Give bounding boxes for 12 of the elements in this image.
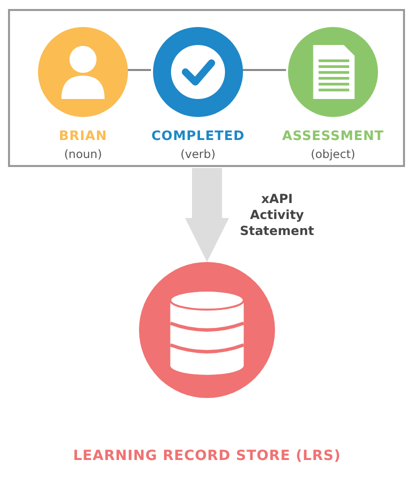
node-title: LEARNING RECORD STORE (LRS): [73, 448, 341, 464]
edge-label: xAPI Activity Statement: [238, 191, 316, 239]
node-subtitle: (object): [310, 147, 356, 161]
node-title: ASSESSMENT: [282, 129, 384, 144]
block-arrow: [185, 168, 229, 262]
frame-box: [8, 9, 405, 167]
node-title: BRIAN: [58, 129, 108, 144]
node-title: COMPLETED: [151, 129, 245, 144]
connector-line: [126, 69, 151, 71]
connector-line: [241, 69, 286, 71]
node-subtitle: (verb): [180, 147, 216, 161]
node-subtitle: (noun): [64, 147, 102, 161]
